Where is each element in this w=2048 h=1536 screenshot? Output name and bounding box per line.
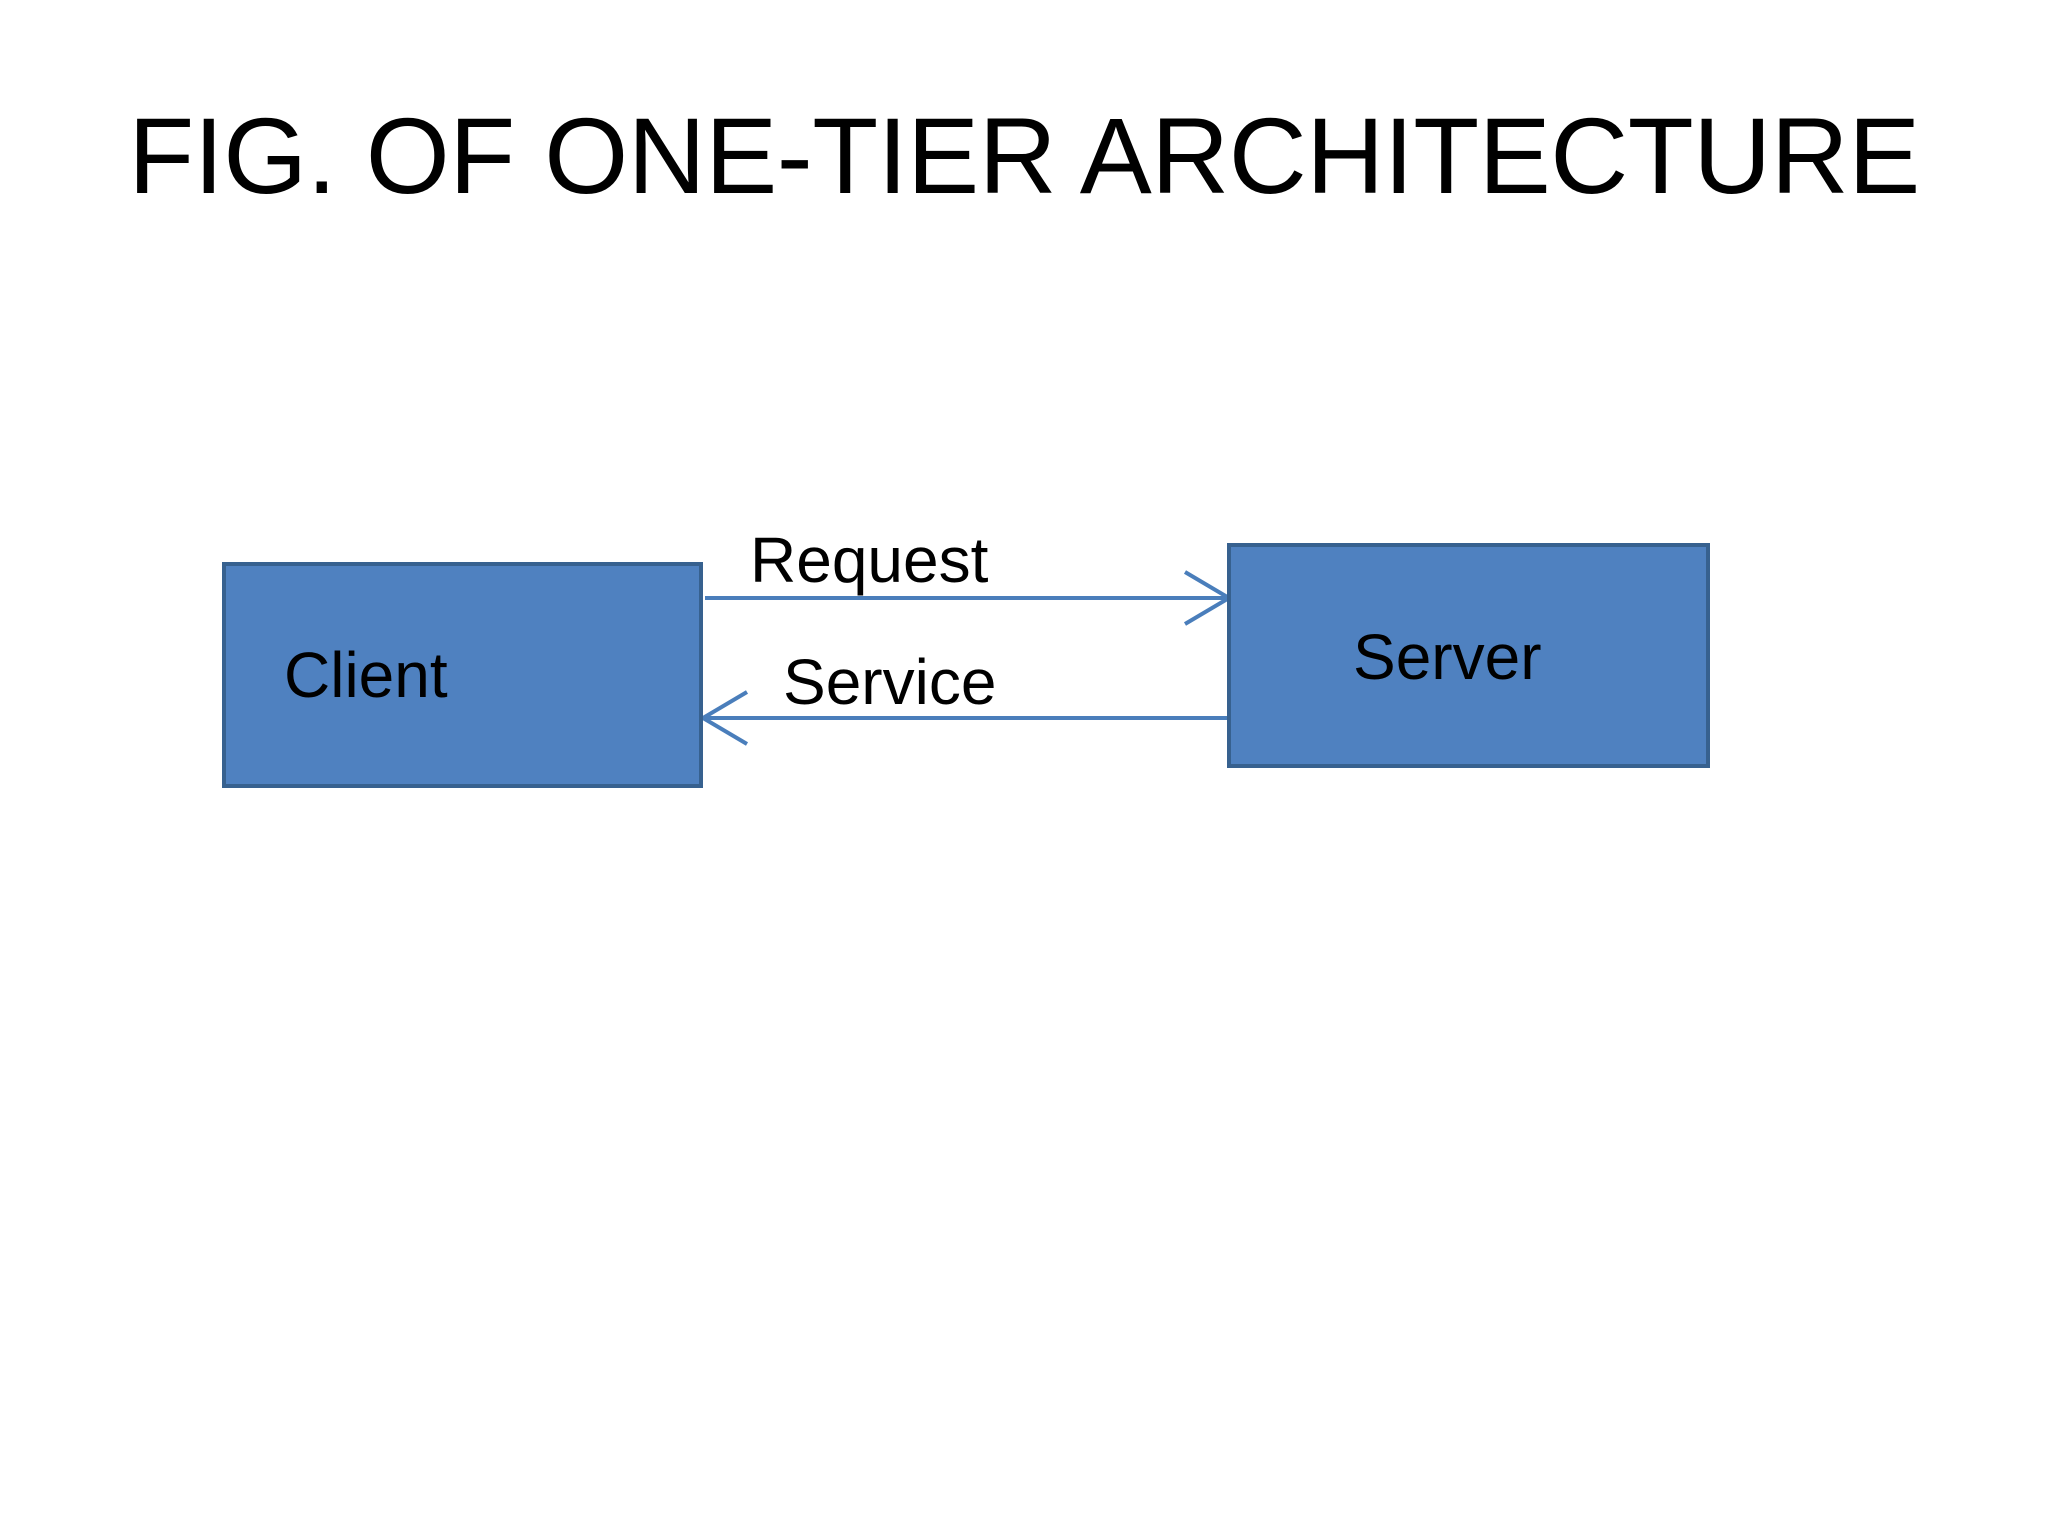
arrowhead-left-icon (699, 690, 749, 746)
node-server[interactable]: Server (1227, 543, 1710, 768)
connector-service-label: Service (783, 646, 997, 718)
connector-request-label: Request (750, 524, 989, 596)
node-client[interactable]: Client (222, 562, 703, 788)
node-client-label: Client (284, 639, 448, 711)
node-server-label: Server (1353, 621, 1542, 693)
arrowhead-right-icon (1183, 570, 1233, 626)
page-title: FIG. OF ONE-TIER ARCHITECTURE (128, 95, 1920, 216)
